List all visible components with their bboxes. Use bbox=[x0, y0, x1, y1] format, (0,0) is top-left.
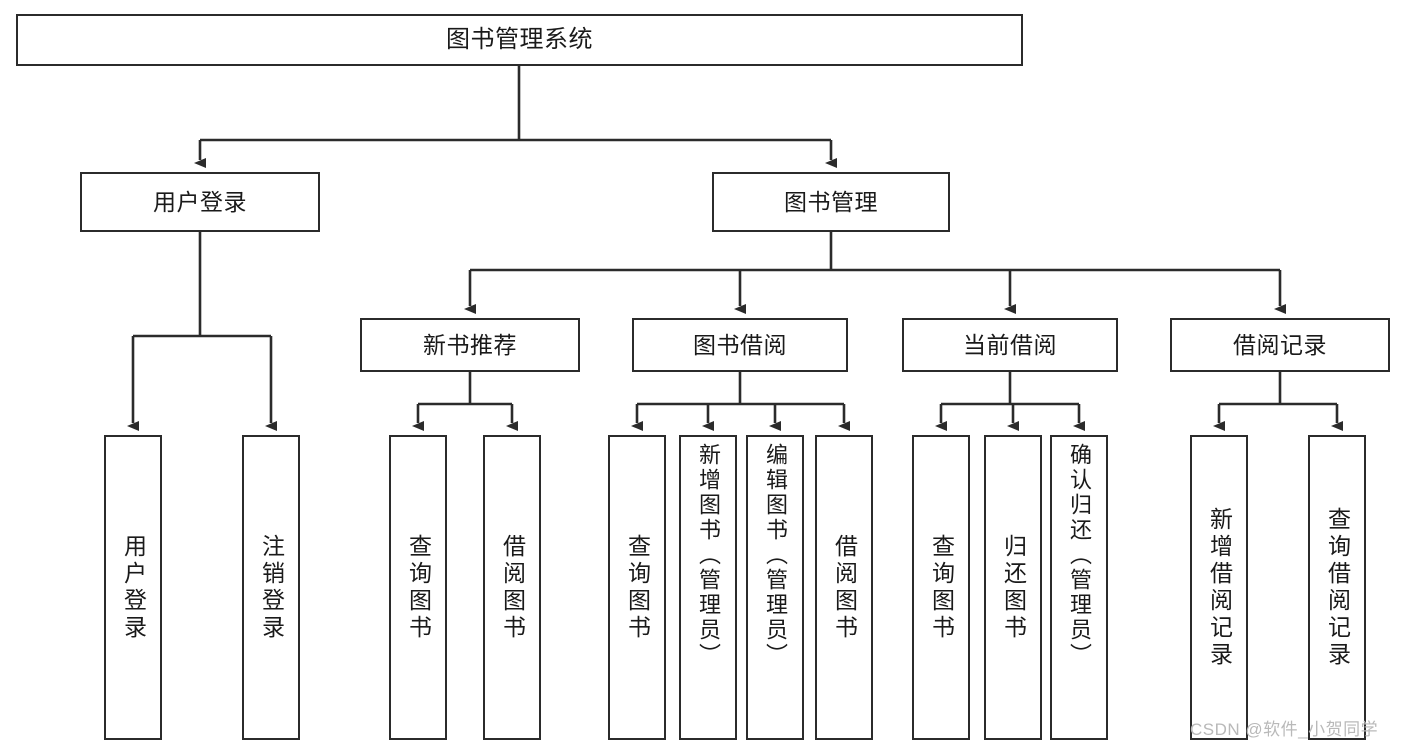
node-leaf-query-book-3-label: 查询图书 bbox=[928, 533, 955, 642]
node-leaf-edit-book[interactable]: 编辑图书（管理员） bbox=[746, 435, 804, 740]
node-leaf-borrow-book-1[interactable]: 借阅图书 bbox=[483, 435, 541, 740]
node-leaf-confirm-return-label: 确认归还（管理员） bbox=[1067, 443, 1092, 668]
node-leaf-logout-label: 注销登录 bbox=[258, 533, 285, 642]
node-leaf-confirm-return[interactable]: 确认归还（管理员） bbox=[1050, 435, 1108, 740]
edges-new-book-rec-to-leaves bbox=[412, 372, 518, 431]
node-leaf-query-book-2[interactable]: 查询图书 bbox=[608, 435, 666, 740]
node-leaf-add-book-label: 新增图书（管理员） bbox=[696, 443, 721, 668]
node-current-borrow[interactable]: 当前借阅 bbox=[902, 318, 1118, 372]
node-leaf-query-borrow-record[interactable]: 查询借阅记录 bbox=[1308, 435, 1366, 740]
node-leaf-query-book-1[interactable]: 查询图书 bbox=[389, 435, 447, 740]
node-leaf-query-borrow-record-label: 查询借阅记录 bbox=[1324, 506, 1351, 669]
edges-book-manage-to-level2 bbox=[464, 232, 1286, 314]
node-new-book-recommend[interactable]: 新书推荐 bbox=[360, 318, 580, 372]
node-leaf-query-book-2-label: 查询图书 bbox=[624, 533, 651, 642]
node-new-book-recommend-label: 新书推荐 bbox=[423, 331, 517, 358]
node-leaf-add-borrow-record-label: 新增借阅记录 bbox=[1206, 506, 1233, 669]
edges-user-login-to-leaves bbox=[127, 232, 277, 431]
node-book-borrow-label: 图书借阅 bbox=[693, 331, 787, 358]
node-leaf-borrow-book-2-label: 借阅图书 bbox=[831, 533, 858, 642]
node-borrow-record-label: 借阅记录 bbox=[1233, 331, 1327, 358]
node-leaf-logout[interactable]: 注销登录 bbox=[242, 435, 300, 740]
node-leaf-user-login[interactable]: 用户登录 bbox=[104, 435, 162, 740]
node-leaf-edit-book-label: 编辑图书（管理员） bbox=[763, 443, 788, 668]
node-user-login-label: 用户登录 bbox=[153, 188, 247, 215]
node-leaf-add-borrow-record[interactable]: 新增借阅记录 bbox=[1190, 435, 1248, 740]
node-leaf-return-book-label: 归还图书 bbox=[1000, 533, 1027, 642]
node-leaf-query-book-3[interactable]: 查询图书 bbox=[912, 435, 970, 740]
node-borrow-record[interactable]: 借阅记录 bbox=[1170, 318, 1390, 372]
node-root[interactable]: 图书管理系统 bbox=[16, 14, 1023, 66]
edges-root-to-level1 bbox=[194, 66, 837, 168]
node-user-login[interactable]: 用户登录 bbox=[80, 172, 320, 232]
node-leaf-borrow-book-2[interactable]: 借阅图书 bbox=[815, 435, 873, 740]
edges-book-borrow-to-leaves bbox=[631, 372, 850, 431]
node-leaf-add-book[interactable]: 新增图书（管理员） bbox=[679, 435, 737, 740]
edges-current-borrow-to-leaves bbox=[935, 372, 1085, 431]
node-current-borrow-label: 当前借阅 bbox=[963, 331, 1057, 358]
csdn-watermark: CSDN @软件_小贺同学 bbox=[1190, 720, 1379, 739]
node-leaf-user-login-label: 用户登录 bbox=[120, 533, 147, 642]
edges-borrow-record-to-leaves bbox=[1213, 372, 1343, 431]
node-book-manage-label: 图书管理 bbox=[784, 188, 878, 215]
node-leaf-return-book[interactable]: 归还图书 bbox=[984, 435, 1042, 740]
node-book-borrow[interactable]: 图书借阅 bbox=[632, 318, 848, 372]
node-leaf-borrow-book-1-label: 借阅图书 bbox=[499, 533, 526, 642]
node-root-label: 图书管理系统 bbox=[446, 26, 593, 53]
node-book-manage[interactable]: 图书管理 bbox=[712, 172, 950, 232]
node-leaf-query-book-1-label: 查询图书 bbox=[405, 533, 432, 642]
